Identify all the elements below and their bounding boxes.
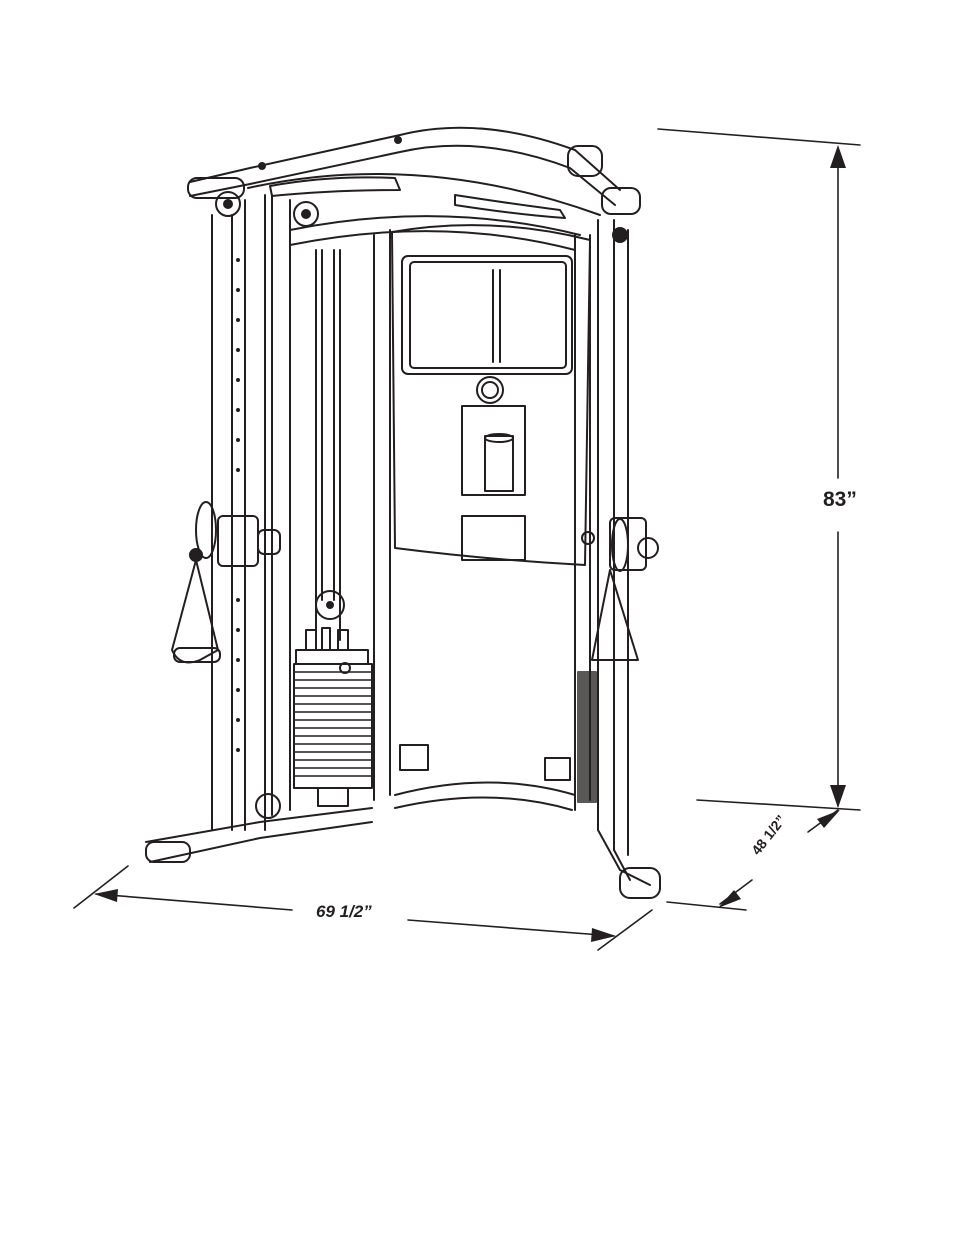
shroud-panel	[391, 224, 591, 566]
left-adjustment-holes	[236, 258, 240, 752]
width-dimension-label: 69 1/2”	[316, 902, 372, 921]
left-pulley-carriage	[171, 501, 281, 664]
right-upright-columns	[574, 219, 659, 856]
depth-dimension-line	[666, 809, 840, 911]
top-frame	[187, 126, 641, 251]
height-dimension-label: 83”	[823, 488, 857, 511]
base-frame	[145, 744, 661, 899]
weight-stack	[293, 590, 373, 807]
width-dimension-line	[73, 865, 653, 951]
left-upright-columns	[211, 194, 391, 831]
height-dimension-line	[657, 128, 861, 811]
